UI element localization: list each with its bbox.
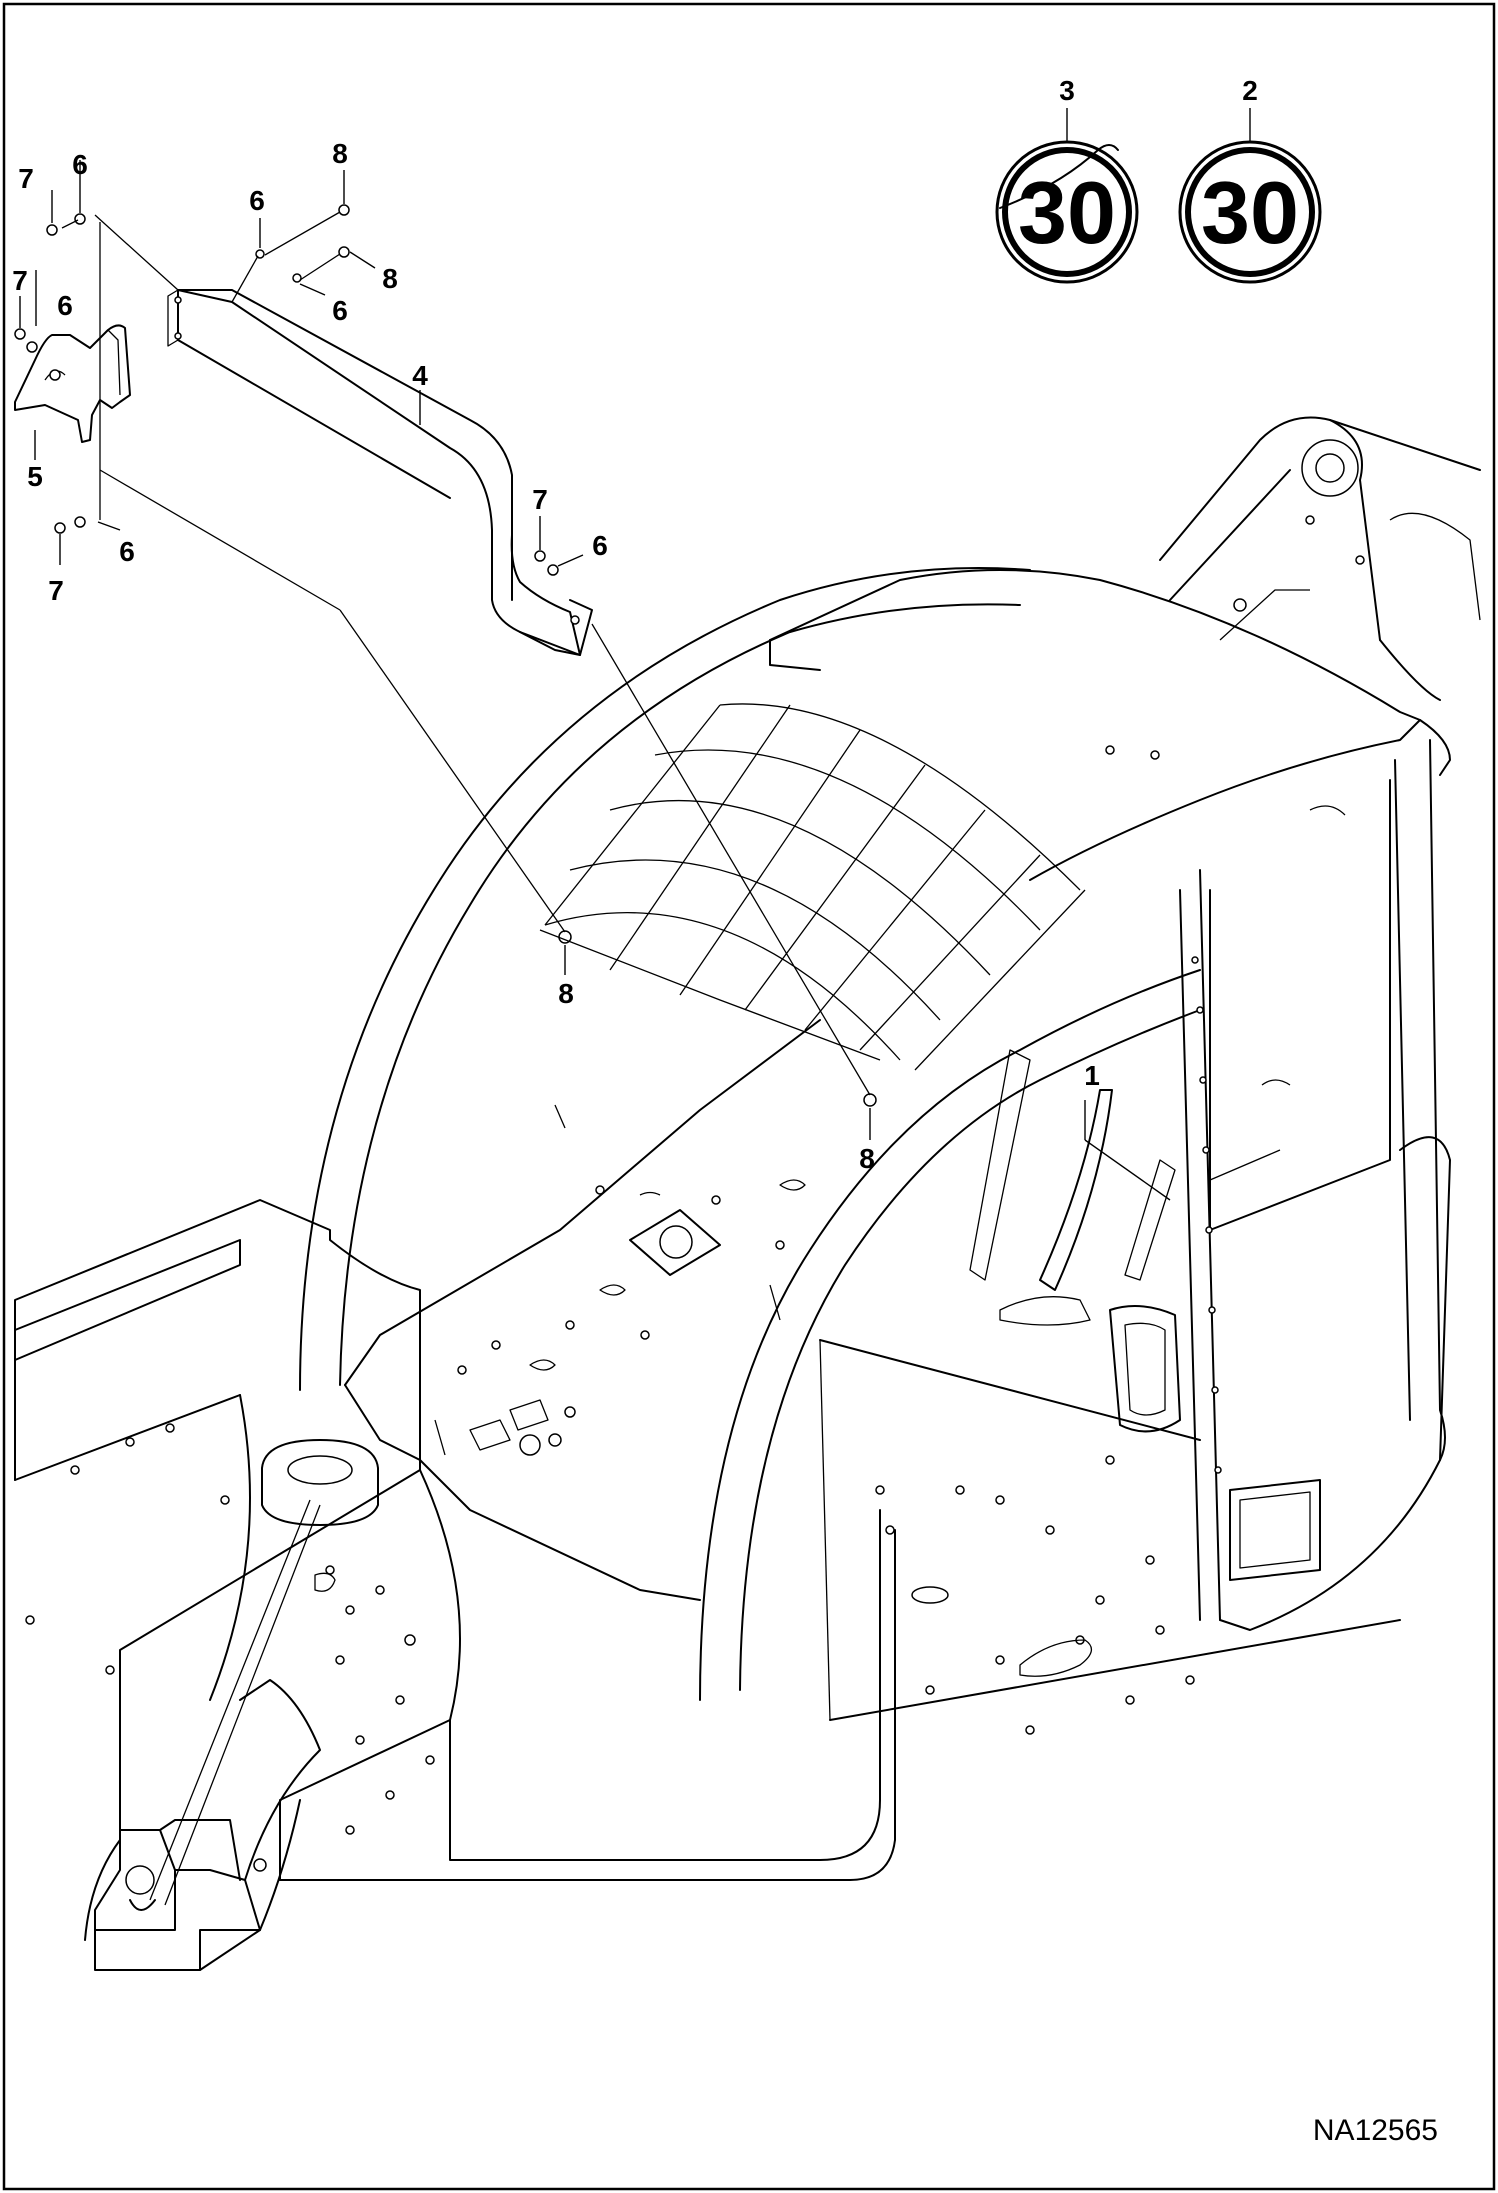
leader-8b: [349, 251, 376, 269]
callout-6a: 6: [72, 149, 88, 180]
callout-8b: 8: [382, 263, 398, 294]
chassis: [14, 1199, 896, 1971]
callout-8a: 8: [332, 138, 348, 169]
leader-6c: [97, 521, 121, 531]
callout-6c: 6: [119, 536, 135, 567]
callout-6e: 6: [332, 295, 348, 326]
cab-arch-outer: [299, 567, 1031, 1391]
callout-7a: 7: [18, 163, 34, 194]
lever-1: [1039, 1089, 1113, 1291]
washer-6e: [292, 273, 302, 283]
callout-7c: 7: [48, 575, 64, 606]
speed-sign-3: 30: [995, 140, 1139, 284]
callout-8d: 8: [859, 1143, 875, 1174]
bolt-7c: [54, 522, 66, 534]
seat-outline: [1109, 1305, 1181, 1433]
washer-6a: [74, 213, 86, 225]
washer-6b: [26, 341, 38, 353]
roof-guard-grid: [539, 703, 1086, 1071]
leader-6f: [557, 554, 584, 567]
callout-7b: 7: [12, 265, 28, 296]
hardware-set: [14, 204, 877, 1107]
callout-8c: 8: [558, 978, 574, 1009]
side-plate: [14, 324, 131, 443]
callout-6b: 6: [57, 290, 73, 321]
callout-6f: 6: [592, 530, 608, 561]
cab-pillar-right-front: [1179, 889, 1201, 1621]
speed-sign-3-value: 30: [1018, 163, 1116, 262]
speed-sign-2: 30: [1178, 140, 1322, 284]
bolt-7d: [534, 550, 546, 562]
washer-6c: [74, 516, 86, 528]
washer-6f: [547, 564, 559, 576]
leader-6e: [299, 283, 326, 296]
cab-arch-inner: [699, 969, 1201, 1701]
bolt-8b: [338, 246, 350, 258]
assembly-line-c: [339, 609, 566, 933]
cab: [299, 416, 1481, 1735]
speed-sign-3-cut-line: [999, 144, 1119, 209]
callout-2: 2: [1242, 75, 1258, 106]
callout-1: 1: [1084, 1060, 1100, 1091]
speed-sign-2-value: 30: [1201, 163, 1299, 262]
bolt-8d: [863, 1093, 877, 1107]
drawing-reference: NA12565: [1313, 2114, 1438, 2147]
callout-5: 5: [27, 461, 43, 492]
bolt-7a: [46, 224, 58, 236]
assembly-line-d: [591, 623, 871, 1096]
callout-4: 4: [412, 360, 428, 391]
callout-3: 3: [1059, 75, 1075, 106]
assembly-line-a: [94, 214, 179, 291]
callout-7d: 7: [532, 484, 548, 515]
bolt-7b: [14, 328, 26, 340]
callout-6d: 6: [249, 185, 265, 216]
guard-bracket: [167, 289, 593, 656]
bolt-8a: [338, 204, 350, 216]
